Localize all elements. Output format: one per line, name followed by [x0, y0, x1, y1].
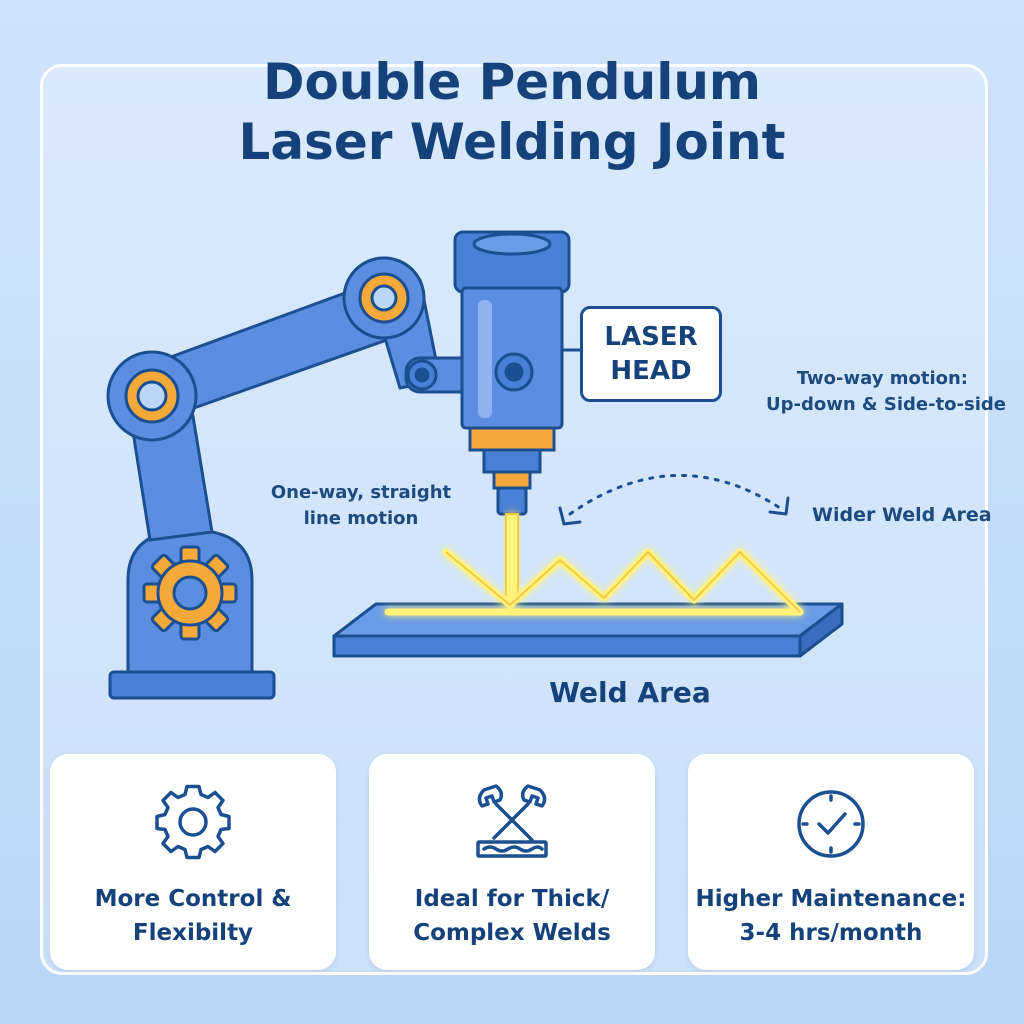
title-line-2: Laser Welding Joint: [238, 113, 786, 171]
gear-icon: [155, 784, 231, 860]
card-thick-welds-line-1: Ideal for Thick/: [414, 886, 610, 912]
card-maintenance-line-1: Higher Maintenance:: [695, 886, 967, 912]
two-way-motion-line-1: Two-way motion:: [796, 368, 968, 389]
motion-arc: [558, 474, 790, 526]
clock-check-icon: [797, 790, 865, 858]
laser-beam: [505, 513, 519, 603]
card-thick-welds-line-2: Complex Welds: [413, 920, 611, 946]
card-control-text: More Control & Flexibilty: [50, 882, 336, 950]
title-line-1: Double Pendulum: [262, 53, 762, 111]
card-control-line-2: Flexibilty: [132, 920, 254, 946]
two-way-motion-label: Two-way motion: Up-down & Side-to-side: [700, 366, 1006, 418]
laser-head-label: LASER HEAD: [580, 306, 722, 402]
laser-nozzle: [496, 486, 528, 516]
laser-head-label-line-1: LASER: [604, 322, 698, 352]
robot-base-plate: [108, 670, 276, 700]
feature-card-maintenance: Higher Maintenance: 3-4 hrs/month: [688, 754, 974, 970]
one-way-motion-label: One-way, straight line motion: [248, 480, 474, 532]
one-way-motion-line-2: line motion: [303, 508, 419, 529]
wrench-crossed-icon: [476, 784, 548, 858]
feature-card-thick-welds: Ideal for Thick/ Complex Welds: [369, 754, 655, 970]
card-maintenance-line-2: 3-4 hrs/month: [739, 920, 923, 946]
wider-weld-area-label: Wider Weld Area: [812, 504, 992, 526]
two-way-motion-line-2: Up-down & Side-to-side: [765, 394, 1006, 415]
feature-card-control: More Control & Flexibilty: [50, 754, 336, 970]
card-control-line-1: More Control &: [94, 886, 292, 912]
one-way-motion-line-1: One-way, straight: [270, 482, 452, 503]
arrow-left-icon: [558, 506, 582, 526]
weld-area-label: Weld Area: [549, 676, 711, 709]
base-gear-icon: [142, 545, 238, 641]
laser-head-collar: [468, 426, 556, 452]
arrow-right-icon: [768, 496, 790, 516]
page-title: Double Pendulum Laser Welding Joint: [0, 52, 1024, 172]
card-thick-welds-text: Ideal for Thick/ Complex Welds: [369, 882, 655, 950]
laser-head: [453, 230, 571, 516]
laser-head-label-line-2: HEAD: [610, 356, 692, 386]
card-maintenance-text: Higher Maintenance: 3-4 hrs/month: [688, 882, 974, 950]
